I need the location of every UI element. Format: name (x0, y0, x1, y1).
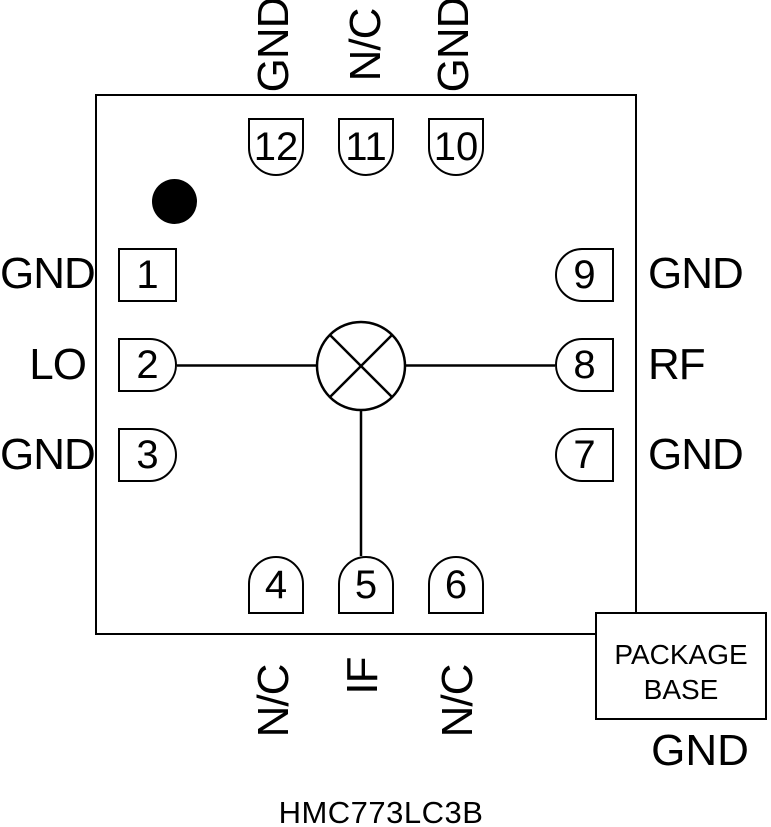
pin-2-pad: 2 (118, 338, 177, 392)
pin-9-pad: 9 (555, 248, 614, 302)
pin-12-number: 12 (253, 125, 299, 169)
pin-1-signal-label: GND (0, 249, 96, 298)
pin-3-signal-label: GND (0, 430, 96, 479)
pin-8-number: 8 (573, 343, 596, 387)
pin-2-signal-label: LO (29, 340, 87, 389)
pin-11-pad: 11 (338, 118, 394, 176)
pin-3-number: 3 (136, 433, 159, 477)
pin-12-signal-label: GND (249, 0, 298, 93)
pin-10-pad: 10 (428, 118, 484, 176)
pin-5-pad: 5 (338, 556, 394, 614)
pin-6-number: 6 (444, 563, 468, 607)
pin-9-number: 9 (573, 253, 596, 297)
pin-6-pad: 6 (428, 556, 484, 614)
pin-2-number: 2 (136, 343, 159, 387)
pin-8-pad: 8 (555, 338, 614, 392)
pin-4-number: 4 (264, 563, 288, 607)
package-base-gnd-label: GND (651, 726, 749, 775)
package-base-line2: BASE (643, 674, 719, 705)
pin-7-pad: 7 (555, 428, 614, 482)
pin1-indicator-dot-icon (152, 179, 197, 224)
pin-10-signal-label: GND (429, 0, 478, 93)
pin-7-signal-label: GND (648, 430, 744, 479)
pin-1-pad: 1 (118, 248, 177, 302)
pin-7-number: 7 (573, 433, 596, 477)
pin-3-pad: 3 (118, 428, 177, 482)
pin-11-number: 11 (345, 125, 387, 169)
part-number-title: HMC773LC3B (278, 795, 484, 827)
pin-4-signal-label: N/C (249, 664, 298, 738)
pin-4-pad: 4 (248, 556, 304, 614)
pin-8-signal-label: RF (648, 340, 706, 389)
pin-12-pad: 12 (248, 118, 304, 176)
pin-1-number: 1 (136, 253, 159, 297)
package-base-line1: PACKAGE (614, 639, 748, 670)
pin-11-signal-label: N/C (341, 8, 390, 82)
pin-10-number: 10 (433, 125, 479, 169)
package-base-box: PACKAGE BASE (595, 612, 767, 720)
pin-5-number: 5 (354, 563, 378, 607)
pin-5-signal-label: IF (338, 657, 387, 695)
pin-6-signal-label: N/C (433, 664, 482, 738)
pin-9-signal-label: GND (648, 249, 744, 298)
